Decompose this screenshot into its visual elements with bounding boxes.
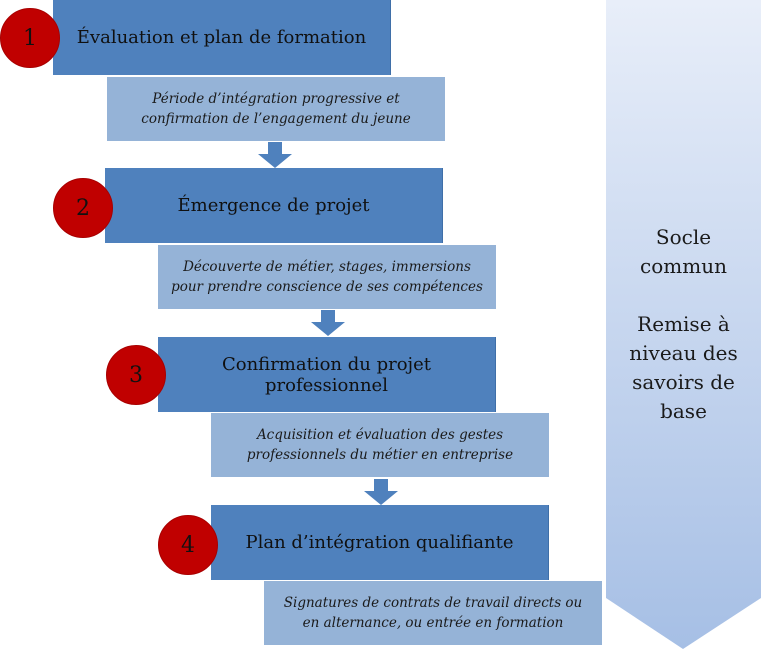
step-2-number-badge: 2 — [53, 178, 113, 238]
step-2-description-text: Découverte de métier, stages, immersions… — [171, 259, 483, 295]
side-panel: Socle commun Remise à niveau des savoirs… — [606, 0, 761, 649]
step-1-number: 1 — [23, 25, 37, 51]
step-4-description-text: Signatures de contrats de travail direct… — [283, 595, 583, 631]
step-2-description: Découverte de métier, stages, immersions… — [158, 245, 496, 309]
step-2-title: Émergence de projet — [177, 195, 370, 216]
down-arrow-icon — [258, 142, 292, 168]
step-3-number: 3 — [129, 362, 143, 388]
step-3-title: Confirmation du projet professionnel — [221, 353, 432, 396]
step-4-number: 4 — [181, 532, 195, 558]
step-2-box: Émergence de projet — [105, 168, 443, 243]
step-3-description: Acquisition et évaluation des gestes pro… — [211, 413, 549, 477]
step-3-box: Confirmation du projet professionnel — [158, 337, 496, 412]
step-3-description-text: Acquisition et évaluation des gestes pro… — [246, 427, 514, 463]
down-arrow-icon — [311, 310, 345, 336]
step-1-title: Évaluation et plan de formation — [76, 27, 367, 48]
side-panel-subtitle: Remise à niveau des savoirs de base — [629, 312, 738, 423]
step-1-box: Évaluation et plan de formation — [53, 0, 391, 75]
step-1-description-text: Période d’intégration progressive et con… — [141, 91, 411, 127]
step-4-title: Plan d’intégration qualifiante — [245, 532, 514, 553]
down-arrow-icon — [364, 479, 398, 505]
step-1-description: Période d’intégration progressive et con… — [107, 77, 445, 141]
step-2-number: 2 — [76, 195, 90, 221]
side-panel-title: Socle commun — [640, 225, 727, 278]
step-3-number-badge: 3 — [106, 345, 166, 405]
step-4-number-badge: 4 — [158, 515, 218, 575]
step-4-description: Signatures de contrats de travail direct… — [264, 581, 602, 645]
step-4-box: Plan d’intégration qualifiante — [211, 505, 549, 580]
side-chevron — [606, 0, 761, 649]
step-1-number-badge: 1 — [0, 8, 60, 68]
